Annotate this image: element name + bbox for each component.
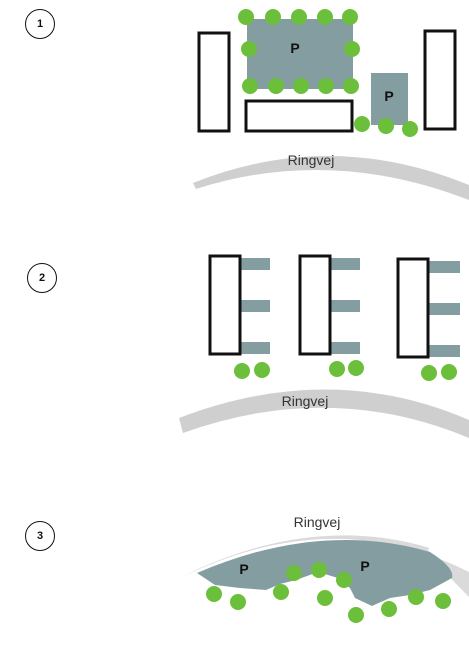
- parking-stall: [241, 342, 270, 354]
- building-1b: [423, 29, 457, 131]
- scenario-3: Ringvej P P: [176, 514, 469, 623]
- building-2c: [396, 257, 430, 359]
- ringvej-road-1: [193, 155, 469, 200]
- parking-stalls-2: [241, 258, 460, 357]
- parking-lot-1a: [247, 19, 353, 89]
- tree: [318, 78, 334, 94]
- ringvej-label-3: Ringvej: [294, 514, 341, 530]
- tree: [241, 41, 257, 57]
- tree: [354, 116, 370, 132]
- building-2a: [208, 254, 242, 356]
- tree: [421, 365, 437, 381]
- tree: [268, 78, 284, 94]
- ringvej-road-3: [176, 535, 469, 597]
- parking-stall: [331, 300, 360, 312]
- trees-3: [206, 562, 451, 623]
- tree: [265, 9, 281, 25]
- tree: [343, 78, 359, 94]
- tree: [206, 586, 222, 602]
- scenario-1-number-badge: 1: [25, 9, 55, 39]
- scenario-2: Ringvej: [179, 254, 469, 438]
- building-1a: [197, 31, 231, 133]
- parking-lot-1b: [371, 73, 408, 125]
- tree: [291, 9, 307, 25]
- ringvej-road-2: [179, 389, 469, 438]
- tree: [348, 607, 364, 623]
- trees-1: [238, 9, 418, 137]
- parking-stall: [429, 345, 460, 357]
- parking-stall: [429, 261, 460, 273]
- tree: [317, 9, 333, 25]
- parking-label-1a: P: [290, 40, 299, 56]
- tree: [234, 363, 250, 379]
- tree: [381, 601, 397, 617]
- parking-stall: [331, 258, 360, 270]
- parking-label-3a: P: [239, 561, 248, 577]
- tree: [441, 364, 457, 380]
- tree: [311, 562, 327, 578]
- parking-label-3b: P: [360, 558, 369, 574]
- tree: [242, 78, 258, 94]
- building-1c: [244, 99, 354, 133]
- trees-2: [234, 360, 457, 381]
- tree: [402, 121, 418, 137]
- ringvej-label-1: Ringvej: [288, 152, 335, 168]
- ringvej-label-2: Ringvej: [282, 393, 329, 409]
- tree: [344, 41, 360, 57]
- tree: [435, 593, 451, 609]
- parking-stall: [241, 300, 270, 312]
- tree: [336, 572, 352, 588]
- tree: [408, 589, 424, 605]
- scenario-2-number-badge: 2: [27, 263, 57, 293]
- tree: [254, 362, 270, 378]
- scenario-3-number-badge: 3: [25, 521, 55, 551]
- tree: [317, 590, 333, 606]
- parking-stall: [429, 303, 460, 315]
- building-2b: [298, 254, 332, 356]
- tree: [378, 118, 394, 134]
- tree: [293, 78, 309, 94]
- tree: [329, 361, 345, 377]
- tree: [348, 360, 364, 376]
- tree: [230, 594, 246, 610]
- parking-stall: [331, 342, 360, 354]
- tree: [273, 584, 289, 600]
- tree: [286, 565, 302, 581]
- scenario-1: Ringvej P P: [193, 9, 469, 200]
- parking-label-1b: P: [384, 88, 393, 104]
- tree: [342, 9, 358, 25]
- tree: [238, 9, 254, 25]
- parking-stall: [241, 258, 270, 270]
